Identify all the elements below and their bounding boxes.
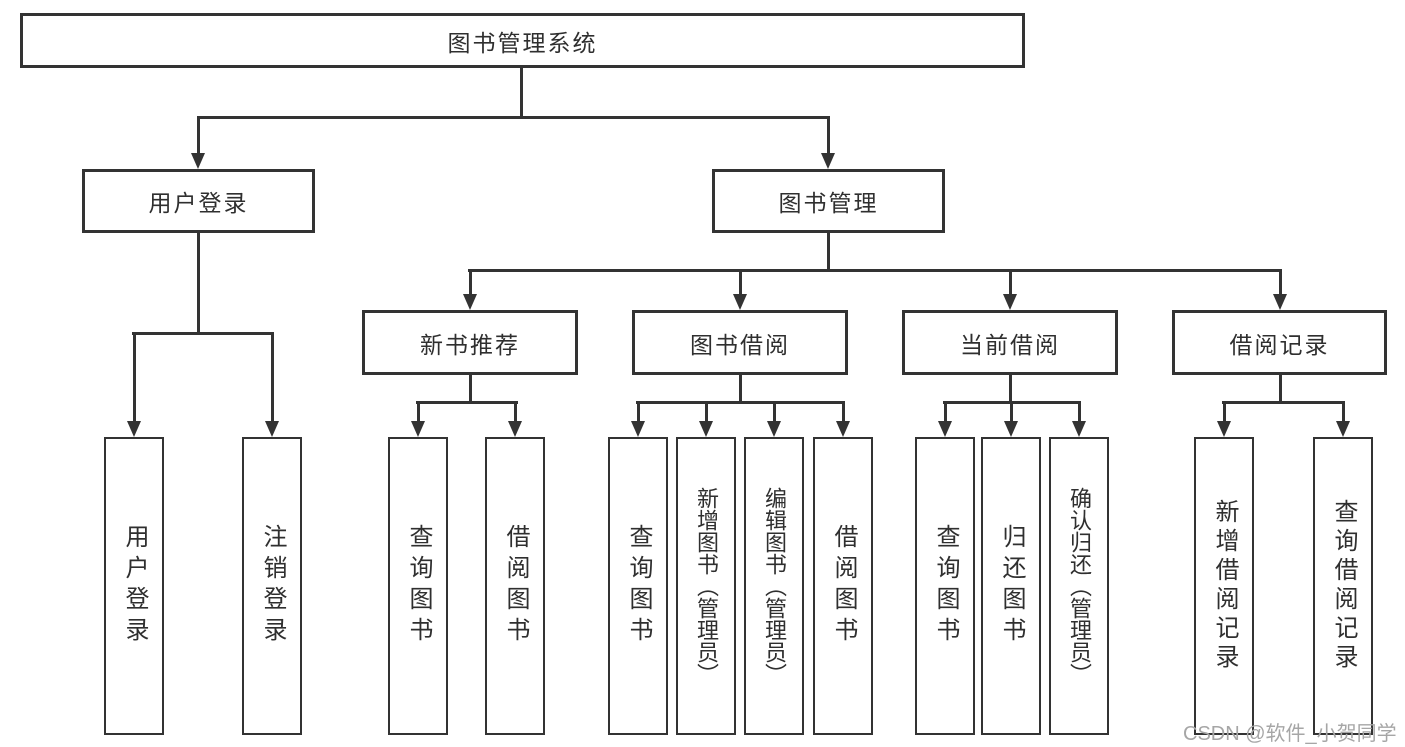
leaf-bb-edit-books: 编辑图书（管理员） xyxy=(744,437,804,735)
node-user-login: 用户登录 xyxy=(82,169,315,233)
arrow-borrowing-records xyxy=(1273,294,1287,310)
connector-borrowing-records-trunk xyxy=(1279,375,1282,403)
connector-new-book-trunk xyxy=(469,375,472,403)
connector-stem-nb-borrow xyxy=(514,401,517,422)
node-book-management-label: 图书管理 xyxy=(778,190,879,216)
connector-stem-cb-query xyxy=(944,401,947,422)
node-root: 图书管理系统 xyxy=(20,13,1025,68)
connector-new-book-branch xyxy=(416,401,518,404)
connector-stem-bb-query xyxy=(637,401,640,422)
node-book-borrowing-label: 图书借阅 xyxy=(690,331,790,358)
leaf-cb-return-books-label: 归还图书 xyxy=(998,524,1025,648)
watermark: CSDN @软件_小贺同学 xyxy=(1183,723,1397,745)
connector-book-borrowing-trunk xyxy=(739,375,742,403)
node-current-borrowing-label: 当前借阅 xyxy=(960,331,1060,358)
node-book-borrowing: 图书借阅 xyxy=(632,310,848,375)
connector-book-borrowing-branch xyxy=(636,401,844,404)
connector-stem-leaf-user-login xyxy=(133,332,136,423)
arrow-nb-query xyxy=(411,421,425,437)
connector-user-login-branch xyxy=(132,332,274,335)
connector-stub-book-management xyxy=(827,116,830,155)
arrow-book-management xyxy=(821,153,835,169)
connector-level3-branch xyxy=(468,269,1282,272)
leaf-br-add-record-label: 新增借阅记录 xyxy=(1211,499,1238,673)
node-new-book-recommend-label: 新书推荐 xyxy=(420,331,520,358)
arrow-cb-return xyxy=(1004,421,1018,437)
connector-stem-leaf-logout xyxy=(271,332,274,423)
arrow-current-borrowing xyxy=(1003,294,1017,310)
leaf-bb-query-books-label: 查询图书 xyxy=(625,524,652,648)
arrow-nb-borrow xyxy=(508,421,522,437)
leaf-bb-query-books: 查询图书 xyxy=(608,437,668,735)
arrow-user-login xyxy=(191,153,205,169)
leaf-logout: 注销登录 xyxy=(242,437,302,735)
leaf-bb-add-books-label: 新增图书（管理员） xyxy=(694,487,719,685)
leaf-user-login: 用户登录 xyxy=(104,437,164,735)
leaf-logout-label: 注销登录 xyxy=(259,524,286,648)
connector-stub-borrowing-records xyxy=(1279,269,1282,296)
arrow-cb-confirm xyxy=(1072,421,1086,437)
arrow-bb-edit xyxy=(767,421,781,437)
leaf-nb-query-books-label: 查询图书 xyxy=(405,524,432,648)
leaf-cb-query-books-label: 查询图书 xyxy=(932,524,959,648)
arrow-new-book xyxy=(463,294,477,310)
connector-stub-user-login xyxy=(197,116,200,155)
leaf-bb-edit-books-label: 编辑图书（管理员） xyxy=(762,487,787,685)
node-book-management: 图书管理 xyxy=(712,169,945,233)
connector-level2-branch xyxy=(197,116,830,119)
arrow-br-query xyxy=(1336,421,1350,437)
leaf-nb-borrow-books: 借阅图书 xyxy=(485,437,545,735)
node-new-book-recommend: 新书推荐 xyxy=(362,310,578,375)
leaf-cb-query-books: 查询图书 xyxy=(915,437,975,735)
leaf-cb-return-books: 归还图书 xyxy=(981,437,1041,735)
arrow-book-borrowing xyxy=(733,294,747,310)
leaf-bb-add-books: 新增图书（管理员） xyxy=(676,437,736,735)
leaf-cb-confirm-return-label: 确认归还（管理员） xyxy=(1067,487,1092,685)
leaf-bb-borrow-books: 借阅图书 xyxy=(813,437,873,735)
node-borrowing-records-label: 借阅记录 xyxy=(1229,331,1330,358)
leaf-nb-borrow-books-label: 借阅图书 xyxy=(502,524,529,648)
connector-stem-bb-edit xyxy=(773,401,776,422)
connector-stub-current-borrowing xyxy=(1009,269,1012,296)
arrow-bb-query xyxy=(631,421,645,437)
node-user-login-label: 用户登录 xyxy=(148,190,249,216)
connector-stub-new-book xyxy=(469,269,472,296)
leaf-br-query-record-label: 查询借阅记录 xyxy=(1330,499,1357,673)
arrow-cb-query xyxy=(938,421,952,437)
connector-stem-bb-borrow xyxy=(842,401,845,422)
node-current-borrowing: 当前借阅 xyxy=(902,310,1118,375)
node-borrowing-records: 借阅记录 xyxy=(1172,310,1387,375)
connector-borrowing-records-branch xyxy=(1222,401,1344,404)
connector-stem-br-add xyxy=(1223,401,1226,422)
arrow-bb-borrow xyxy=(836,421,850,437)
leaf-br-add-record: 新增借阅记录 xyxy=(1194,437,1254,735)
connector-user-login-trunk xyxy=(197,233,200,334)
connector-root-trunk xyxy=(520,68,523,118)
connector-book-management-trunk xyxy=(827,233,830,271)
connector-stem-bb-add xyxy=(705,401,708,422)
node-root-label: 图书管理系统 xyxy=(447,29,598,56)
arrow-leaf-logout xyxy=(265,421,279,437)
leaf-bb-borrow-books-label: 借阅图书 xyxy=(830,524,857,648)
connector-stub-book-borrowing xyxy=(739,269,742,296)
leaf-cb-confirm-return: 确认归还（管理员） xyxy=(1049,437,1109,735)
leaf-nb-query-books: 查询图书 xyxy=(388,437,448,735)
connector-stem-cb-confirm xyxy=(1078,401,1081,422)
arrow-bb-add xyxy=(699,421,713,437)
leaf-user-login-label: 用户登录 xyxy=(121,524,148,648)
connector-stem-cb-return xyxy=(1010,401,1013,422)
arrow-br-add xyxy=(1217,421,1231,437)
connector-stem-br-query xyxy=(1342,401,1345,422)
arrow-leaf-user-login xyxy=(127,421,141,437)
connector-stem-nb-query xyxy=(417,401,420,422)
leaf-br-query-record: 查询借阅记录 xyxy=(1313,437,1373,735)
connector-current-borrowing-trunk xyxy=(1009,375,1012,403)
